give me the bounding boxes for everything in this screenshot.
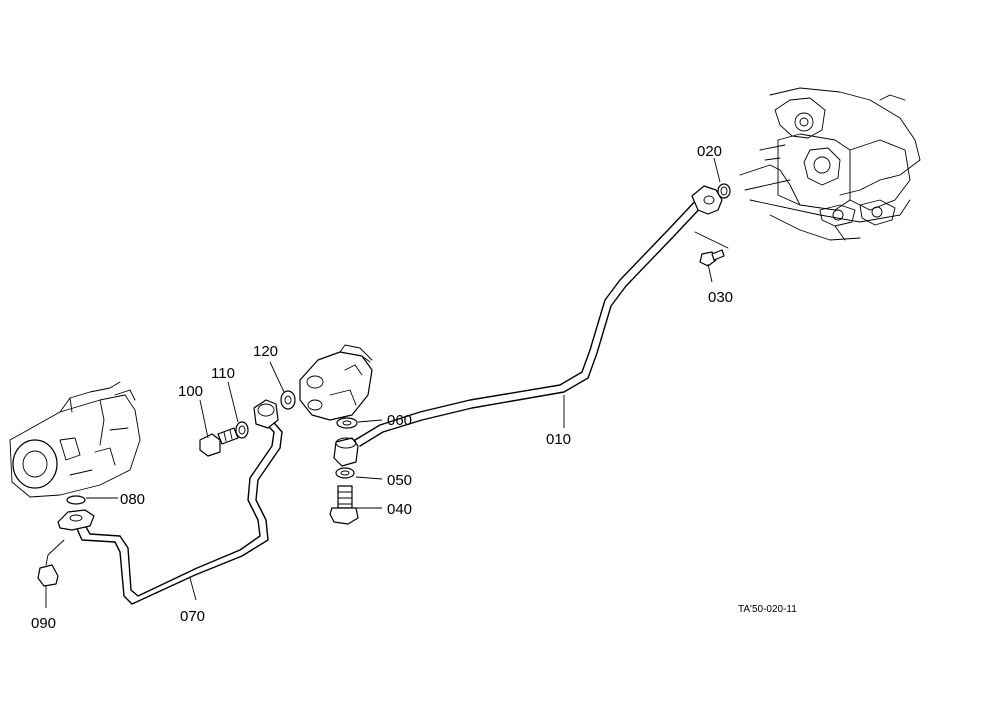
pump (9, 381, 141, 498)
bolt-040 (329, 485, 359, 525)
hydraulic-housing (739, 87, 921, 241)
o-ring-020 (717, 183, 731, 199)
callout-070: 070 (180, 608, 205, 625)
drawing-reference: TA'50-020-11 (738, 604, 797, 615)
callout-010: 010 (546, 431, 571, 448)
callout-120: 120 (253, 343, 278, 360)
connector-090 (37, 539, 65, 587)
valve-block (299, 344, 373, 421)
washer-060 (336, 417, 358, 429)
washer-110 (235, 421, 249, 439)
pipe-010 (354, 185, 723, 447)
callout-020: 020 (697, 143, 722, 160)
leader-lines (45, 157, 721, 608)
callout-080: 080 (120, 491, 145, 508)
washer-120 (280, 390, 296, 410)
callout-090: 090 (31, 615, 56, 632)
bolt-030 (694, 231, 729, 267)
callout-040: 040 (387, 501, 412, 518)
callout-050: 050 (387, 472, 412, 489)
callout-110: 110 (211, 365, 235, 382)
washer-080 (66, 495, 86, 505)
eye-fitting (333, 437, 359, 467)
washer-050 (335, 467, 355, 479)
callout-030: 030 (708, 289, 733, 306)
callout-060: 060 (387, 412, 412, 429)
banjo-fitting (253, 399, 279, 429)
bolt-100 (199, 427, 239, 457)
callout-100: 100 (178, 383, 203, 400)
pipe-070 (57, 417, 283, 605)
